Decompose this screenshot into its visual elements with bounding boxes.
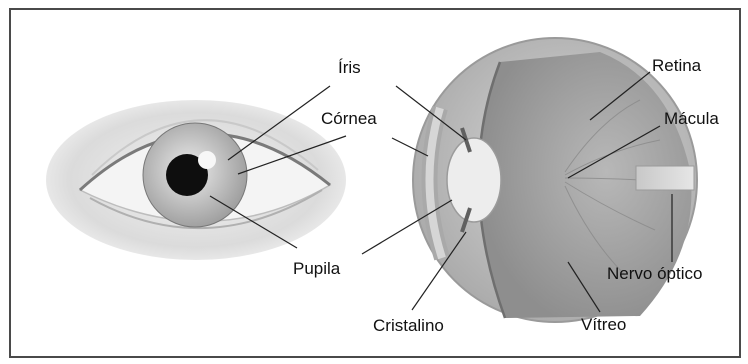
external-eye bbox=[46, 100, 346, 260]
label-cornea: Córnea bbox=[321, 110, 377, 127]
label-cristalino: Cristalino bbox=[373, 317, 444, 334]
label-nervo-optico: Nervo óptico bbox=[607, 265, 702, 282]
label-vitreo: Vítreo bbox=[581, 316, 626, 333]
label-iris: Íris bbox=[338, 59, 361, 76]
label-pupila: Pupila bbox=[293, 260, 340, 277]
label-retina: Retina bbox=[652, 57, 701, 74]
label-macula: Mácula bbox=[664, 110, 719, 127]
